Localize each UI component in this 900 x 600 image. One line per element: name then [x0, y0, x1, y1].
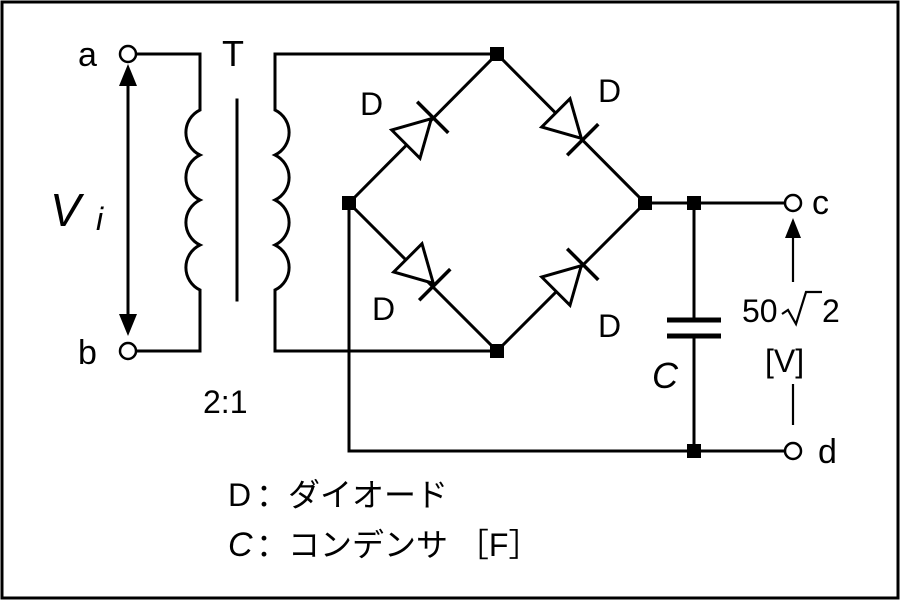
- terminal-a: [118, 44, 138, 64]
- output-voltage-arrow: [785, 218, 801, 425]
- output-wires: [347, 201, 786, 453]
- output-voltage-unit: [V]: [765, 343, 804, 379]
- sqrt-symbol: [781, 290, 822, 327]
- legend: D ：ダイオード C ：コンデンサ ［F］: [228, 477, 540, 564]
- legend-capacitor-symbol: C: [228, 526, 253, 564]
- input-voltage-arrow: [119, 64, 137, 336]
- diode-lower-right: [538, 247, 600, 309]
- diode-label-upper-left: D: [360, 86, 383, 122]
- junction-nodes: [342, 47, 701, 458]
- transformer-label: T: [222, 33, 244, 74]
- terminal-a-label: a: [78, 36, 97, 74]
- terminal-d: [783, 441, 803, 461]
- primary-coil: [184, 98, 204, 302]
- diode-label-upper-right: D: [598, 73, 621, 109]
- secondary-wires: [273, 52, 499, 353]
- diode-label-lower-right: D: [598, 308, 621, 344]
- output-voltage-root: 2: [822, 293, 840, 329]
- capacitor-label: C: [652, 355, 679, 396]
- diode-upper-left: [388, 100, 450, 162]
- input-voltage-symbol: V: [50, 184, 85, 236]
- secondary-coil: [271, 98, 291, 302]
- diode-upper-right: [538, 95, 600, 157]
- output-voltage-prefix: 50: [742, 293, 778, 329]
- capacitor: [667, 317, 721, 339]
- legend-capacitor-desc: ：コンデンサ ［F］: [256, 527, 540, 563]
- terminal-d-label: d: [818, 433, 837, 471]
- terminal-c: [783, 193, 803, 213]
- terminal-b: [118, 341, 138, 361]
- legend-diode-desc: ：ダイオード: [256, 477, 448, 513]
- legend-diode-symbol: D: [228, 477, 251, 513]
- diode-label-lower-left: D: [372, 291, 395, 327]
- input-voltage-subscript: i: [96, 201, 104, 237]
- primary-wires: [134, 52, 202, 353]
- transformer-ratio: 2:1: [203, 384, 247, 420]
- terminal-b-label: b: [78, 334, 97, 372]
- terminal-c-label: c: [812, 184, 829, 222]
- diode-lower-left: [390, 240, 452, 302]
